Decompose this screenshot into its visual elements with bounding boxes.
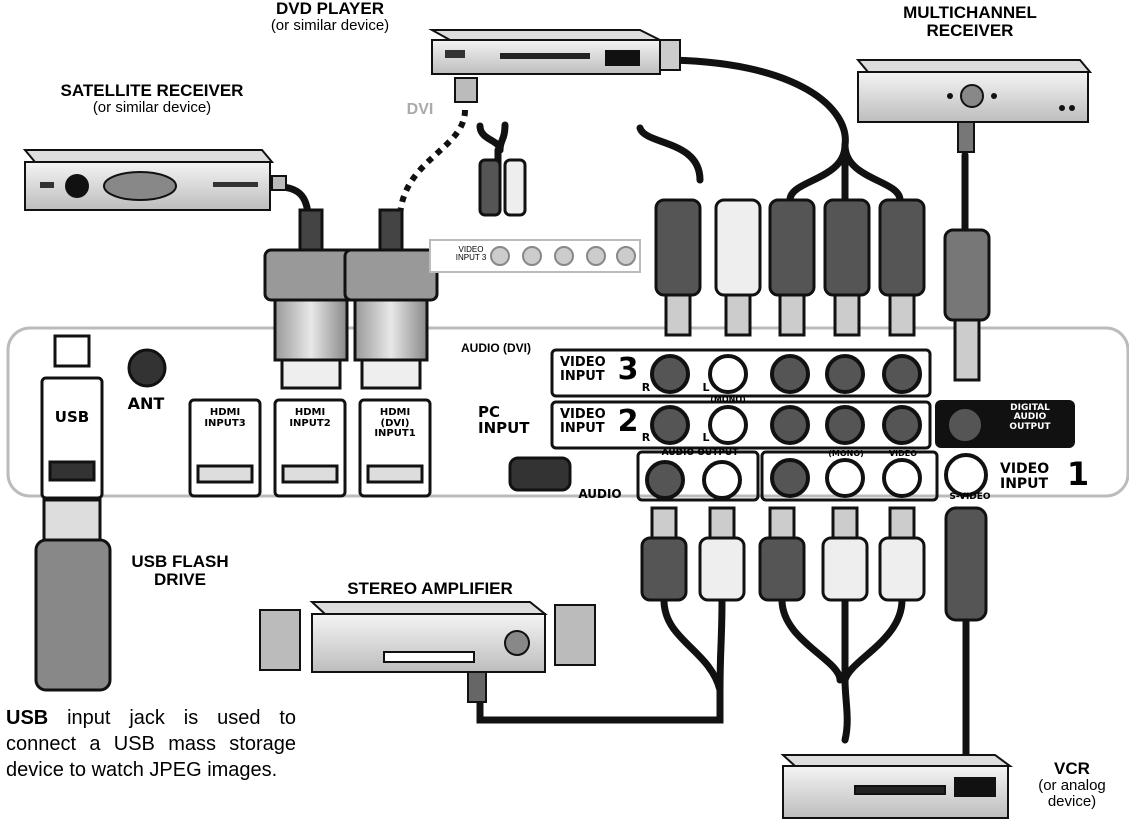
- rca-plugs-bottom: [640, 506, 988, 622]
- digital-line2: AUDIO: [1013, 412, 1047, 423]
- usb-label: USB: [54, 408, 90, 426]
- ant-label: ANT: [127, 394, 165, 413]
- video-input3-small-panel: [429, 239, 641, 273]
- input-boxes: [550, 348, 939, 502]
- usb-note-bold: USB: [6, 707, 49, 729]
- l-label-3: L: [702, 381, 710, 394]
- audio-output-label: AUDIO OUTPUT: [661, 448, 739, 458]
- dvi-label: DVI: [406, 101, 434, 118]
- vcr-name: VCR: [1054, 759, 1090, 778]
- l-label-2: L: [702, 431, 710, 444]
- digital-audio-label: DIGITAL AUDIO OUTPUT: [985, 403, 1075, 432]
- stereo-amplifier: [259, 601, 596, 703]
- pc-line2: INPUT: [478, 418, 530, 437]
- multichannel-receiver: [855, 59, 1093, 153]
- satellite-name: SATELLITE RECEIVER: [60, 81, 244, 100]
- jacks: [645, 354, 988, 500]
- hdmi1-label: HDMI (DVI) INPUT1: [360, 407, 430, 440]
- hdmi-plugs: [263, 208, 439, 390]
- r-label-3: R: [641, 381, 651, 394]
- video1-video: VIDEO: [1000, 461, 1050, 477]
- dvd-label: DVD PLAYER (or similar device): [230, 0, 430, 34]
- video3-video: VIDEO: [560, 355, 606, 370]
- usb-flash-drive: [34, 498, 112, 692]
- video-small-label: VIDEO: [888, 449, 918, 458]
- cables: [279, 56, 970, 764]
- audio-dvi-label: AUDIO (DVI): [461, 341, 531, 355]
- mono-label: (MONO): [828, 449, 864, 458]
- satellite-sub: (or similar device): [92, 98, 212, 116]
- pc-audio-label: AUDIO: [578, 487, 622, 501]
- svideo-label: S-VIDEO: [949, 492, 991, 502]
- video3-label: VIDEO INPUT: [560, 356, 620, 383]
- usb-drive-line2: DRIVE: [154, 569, 206, 589]
- usb-note: USB input jack is used to connect a USB …: [6, 705, 296, 783]
- video1-input: INPUT: [1000, 475, 1049, 492]
- multichannel-label: MULTICHANNEL RECEIVER: [880, 4, 1060, 40]
- video3-number: 3: [617, 352, 639, 387]
- video2-number: 2: [617, 404, 639, 439]
- video3-input: INPUT: [560, 368, 605, 384]
- vcr-label: VCR (or analog device): [1020, 760, 1124, 809]
- hdmi1-input: INPUT1: [374, 428, 416, 439]
- digital-line1: DIGITAL: [1010, 403, 1050, 413]
- rca-plugs-top: [478, 158, 991, 382]
- video1-label: VIDEO INPUT: [1000, 462, 1068, 491]
- video1-number: 1: [1066, 455, 1090, 493]
- hdmi-jacks: [188, 398, 432, 498]
- hdmi3-label: HDMI INPUT3: [190, 407, 260, 429]
- mono-label-top: (MONO): [710, 395, 746, 404]
- dvd-player: [428, 29, 681, 103]
- usb-port: [40, 334, 104, 500]
- pc-input-label: PC INPUT: [478, 403, 548, 437]
- video2-label: VIDEO INPUT: [560, 408, 620, 435]
- digital-line3: OUTPUT: [1009, 421, 1051, 432]
- usb-drive-line1: USB FLASH: [131, 552, 229, 571]
- dvd-name: DVD PLAYER: [275, 0, 384, 18]
- vcr-sub1: (or analog: [1038, 776, 1106, 794]
- hdmi3-input: INPUT3: [204, 417, 246, 429]
- hdmi1-dvi: (DVI): [380, 417, 410, 429]
- amplifier-label: STEREO AMPLIFIER: [347, 579, 513, 598]
- satellite-receiver: [22, 149, 287, 211]
- dvi-cable-dashed: [397, 109, 468, 221]
- pc-line1: PC: [478, 403, 501, 421]
- hdmi2-label: HDMI INPUT2: [275, 407, 345, 429]
- multichannel-line2: RECEIVER: [926, 20, 1014, 40]
- usb-drive-label: USB FLASH DRIVE: [120, 553, 240, 589]
- video2-video: VIDEO: [560, 407, 606, 422]
- ant-jack: [127, 348, 167, 388]
- vcr-sub2: device): [1047, 792, 1097, 810]
- multichannel-line1: MULTICHANNEL: [903, 3, 1037, 22]
- hdmi-logo-1: HDMI: [379, 407, 411, 418]
- video-input3-small-label: VIDEO INPUT 3: [455, 245, 487, 263]
- video2-input: INPUT: [560, 420, 605, 436]
- hdmi-logo-3: HDMI: [209, 407, 241, 418]
- r-label-2: R: [641, 431, 651, 444]
- satellite-label: SATELLITE RECEIVER (or similar device): [32, 82, 272, 116]
- vcr: [780, 754, 1014, 819]
- usb-note-text: input jack is used to connect a USB mass…: [6, 707, 296, 781]
- hdmi-logo-2: HDMI: [294, 407, 326, 418]
- dvd-sub: (or similar device): [270, 16, 390, 34]
- vga-port: [508, 456, 572, 492]
- hdmi2-input: INPUT2: [289, 417, 331, 429]
